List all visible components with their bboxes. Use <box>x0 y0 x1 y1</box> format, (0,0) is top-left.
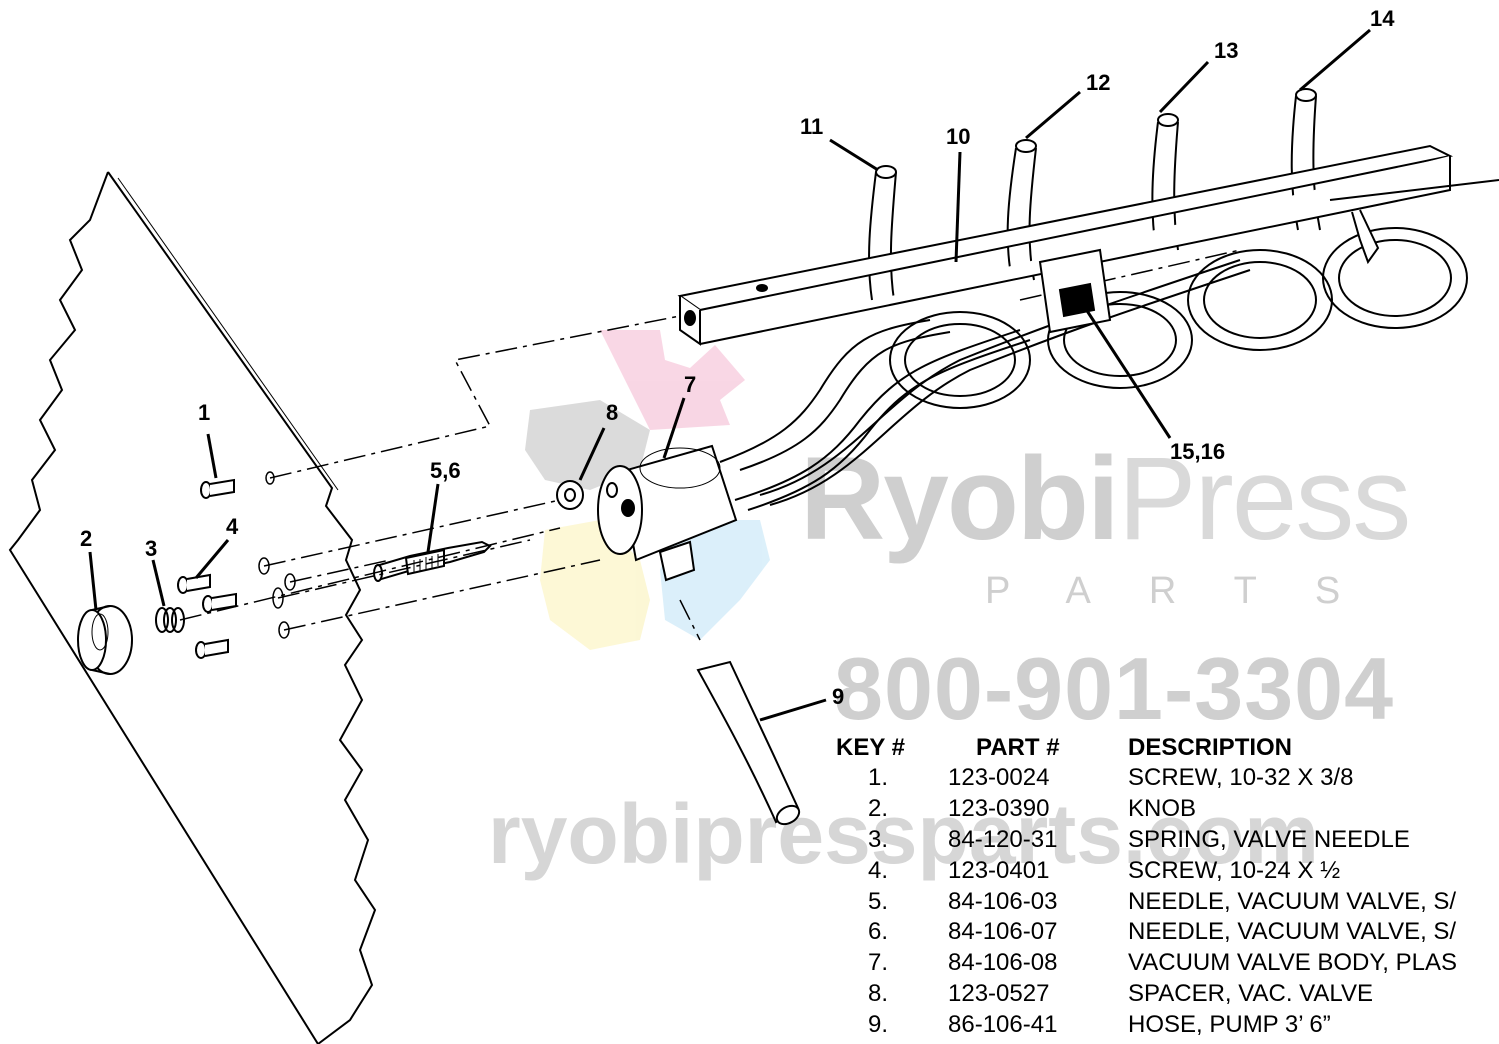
watermark-url: ryobipressparts.com <box>488 787 1319 881</box>
table-row: 4. 123-0401 SCREW, 10-24 X ½ <box>836 855 1457 886</box>
header-description: DESCRIPTION <box>1128 734 1293 761</box>
screws <box>177 478 237 659</box>
vacuum-valve-body <box>597 444 738 582</box>
cell-key: 1. <box>868 764 889 792</box>
callout-12: 12 <box>1086 70 1111 95</box>
callout-5-6: 5,6 <box>430 458 461 483</box>
table-row: 6. 84-106-07 NEEDLE, VACUUM VALVE, S/ <box>836 917 1457 948</box>
cell-description: NEEDLE, VACUUM VALVE, S/ <box>1128 887 1457 915</box>
header-part: PART # <box>976 734 1060 761</box>
watermark-brand-light: Press <box>1117 433 1412 565</box>
cell-part: 84-106-07 <box>948 918 1058 946</box>
callout-3: 3 <box>145 536 158 561</box>
cell-part: 123-0024 <box>948 764 1050 792</box>
cell-key: 7. <box>868 949 889 977</box>
table-row: 9. 86-106-41 HOSE, PUMP 3’ 6” <box>836 1009 1457 1040</box>
table-row: 5. 84-106-03 NEEDLE, VACUUM VALVE, S/ <box>836 886 1457 917</box>
frame-panel <box>8 171 377 1044</box>
callout-2: 2 <box>80 526 93 551</box>
table-header-row: KEY # PART # DESCRIPTION <box>836 733 1457 763</box>
callout-10: 10 <box>946 124 971 149</box>
cell-description: SCREW, 10-32 X 3/8 <box>1128 764 1354 792</box>
cell-key: 9. <box>868 1010 889 1038</box>
watermark-brand: RyobiPress <box>800 440 1411 558</box>
cell-description: VACUUM VALVE BODY, PLAS <box>1128 949 1458 977</box>
knob <box>77 605 133 675</box>
table-row: 1. 123-0024 SCREW, 10-32 X 3/8 <box>836 763 1457 794</box>
cell-key: 4. <box>868 856 889 884</box>
spacer <box>556 480 584 510</box>
cell-key: 3. <box>868 825 889 853</box>
table-row: 3. 84-120-31 SPRING, VALVE NEEDLE <box>836 825 1457 856</box>
hose-support-bar <box>677 144 1499 346</box>
table-row: 2. 123-0390 KNOB <box>836 794 1457 825</box>
callout-15-16: 15,16 <box>1170 439 1226 464</box>
springs <box>155 607 185 633</box>
callout-9: 9 <box>832 684 845 709</box>
callout-11: 11 <box>800 114 824 139</box>
cell-description: SPRING, VALVE NEEDLE <box>1128 825 1410 853</box>
table-row: 7. 84-106-08 VACUUM VALVE BODY, PLAS <box>836 948 1457 979</box>
cell-part: 84-120-31 <box>948 825 1058 853</box>
cell-key: 2. <box>868 795 889 823</box>
bracket <box>1038 248 1112 334</box>
cell-description: KNOB <box>1128 795 1197 823</box>
cell-description: SCREW, 10-24 X ½ <box>1128 856 1341 884</box>
cell-part: 123-0401 <box>948 856 1050 884</box>
callout-8: 8 <box>606 400 619 425</box>
leader-lines <box>88 28 1371 722</box>
vacuum-hoses <box>719 259 1251 511</box>
callout-1: 1 <box>198 400 211 425</box>
cell-description: NEEDLE, VACUUM VALVE, S/ <box>1128 918 1457 946</box>
valve-needle <box>373 540 492 582</box>
cell-key: 5. <box>868 887 889 915</box>
cell-part: 84-106-08 <box>948 949 1058 977</box>
watermark-parts: PARTS <box>985 570 1399 612</box>
pump-hose <box>696 660 801 826</box>
table-row: 8. 123-0527 SPACER, VAC. VALVE <box>836 979 1457 1010</box>
header-key: KEY # <box>836 734 905 761</box>
washers <box>258 471 296 639</box>
assembly-lines <box>179 249 1241 641</box>
hose-loops <box>889 227 1468 409</box>
cell-key: 8. <box>868 979 889 1007</box>
cell-part: 123-0390 <box>948 795 1050 823</box>
cell-part: 123-0527 <box>948 979 1050 1007</box>
cell-description: SPACER, VAC. VALVE <box>1128 979 1373 1007</box>
callout-4: 4 <box>226 514 239 539</box>
watermark-phone: 800-901-3304 <box>834 639 1395 738</box>
callout-14: 14 <box>1370 6 1395 31</box>
cell-key: 6. <box>868 918 889 946</box>
callout-7: 7 <box>684 372 697 397</box>
table-body: 1. 123-0024 SCREW, 10-32 X 3/8 2. 123-0390 KN… <box>836 763 1457 1040</box>
cell-description: HOSE, PUMP 3’ 6” <box>1128 1010 1331 1038</box>
cell-part: 84-106-03 <box>948 887 1058 915</box>
cell-part: 86-106-41 <box>948 1010 1058 1038</box>
callout-13: 13 <box>1214 38 1239 63</box>
